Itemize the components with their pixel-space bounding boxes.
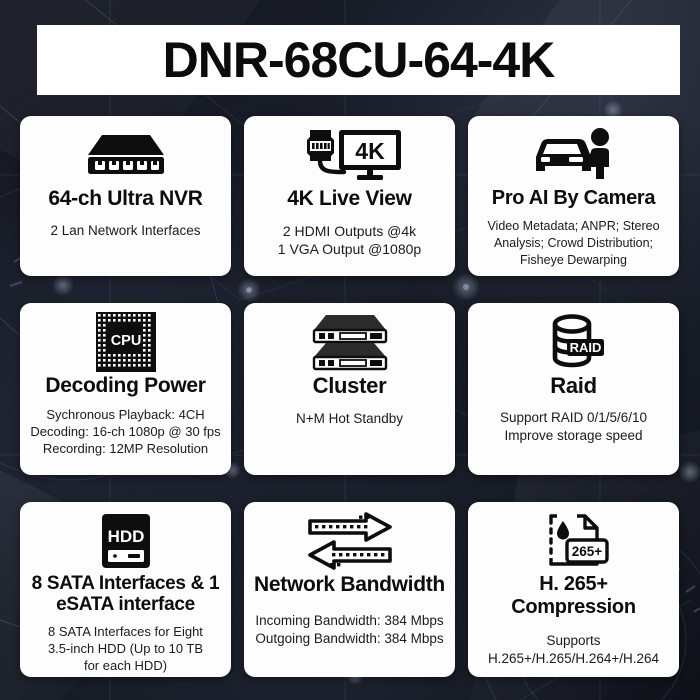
feature-title: Cluster: [312, 373, 387, 398]
feature-desc-line: Supports: [546, 633, 601, 649]
feature-card-raid[interactable]: RAID Raid Support RAID 0/1/5/6/10 Improv…: [468, 303, 679, 475]
feature-card-cluster[interactable]: Cluster N+M Hot Standby: [244, 303, 455, 475]
icon-label-4k: 4K: [355, 138, 385, 164]
feature-desc-line: 2 Lan Network Interfaces: [50, 222, 201, 238]
icon-label-hdd: HDD: [107, 527, 144, 546]
feature-desc-line: 2 HDMI Outputs @4k: [282, 222, 417, 239]
feature-card-bandwidth[interactable]: Network Bandwidth Incoming Bandwidth: 38…: [244, 502, 455, 677]
document-265plus-icon: 265+: [539, 512, 609, 570]
feature-desc-line: Support RAID 0/1/5/6/10: [499, 409, 648, 425]
bidirectional-arrows-icon: [304, 512, 396, 570]
hdd-icon: HDD: [100, 512, 152, 570]
feature-description: Video Metadata; ANPR; Stereo Analysis; C…: [476, 218, 671, 269]
feature-desc-line: for each HDD): [83, 658, 168, 674]
feature-title: 4K Live View: [287, 187, 412, 210]
feature-title: 64-ch Ultra NVR: [48, 187, 203, 210]
feature-description: Supports H.265+/H.265/H.264+/H.264: [486, 632, 661, 668]
feature-desc-line: Sychronous Playback: 4CH: [46, 406, 205, 422]
car-person-ai-icon: [528, 126, 620, 184]
feature-desc-line: N+M Hot Standby: [296, 410, 403, 426]
feature-desc-line: Video Metadata; ANPR; Stereo Analysis; C…: [487, 218, 660, 267]
feature-desc-line: Recording: 12MP Resolution: [42, 441, 209, 457]
feature-desc-line: 1 VGA Output @1080p: [277, 241, 422, 258]
feature-title: 8 SATA Interfaces & 1 eSATA interface: [31, 573, 220, 616]
icon-label-codec: 265+: [571, 544, 602, 559]
feature-card-h265[interactable]: 265+ H. 265+ Compression Supports H.265+…: [468, 502, 679, 677]
product-model-plate: DNR-68CU-64-4K: [37, 25, 680, 95]
feature-card-decoding-power[interactable]: CPU Decoding Power Sychronous Playback: …: [20, 303, 231, 475]
feature-description: 2 Lan Network Interfaces: [48, 222, 202, 240]
hdmi-monitor-4k-icon: 4K: [297, 126, 403, 184]
cpu-chip-icon: CPU: [95, 312, 157, 372]
feature-desc-line: 8 SATA Interfaces for Eight: [48, 623, 203, 639]
feature-desc-line: 3.5-inch HDD (Up to 10 TB: [47, 641, 204, 657]
feature-title: Raid: [550, 373, 597, 398]
feature-description: Sychronous Playback: 4CH Decoding: 16-ch…: [28, 406, 222, 457]
feature-title: Pro AI By Camera: [491, 187, 656, 209]
feature-desc-line: Improve storage speed: [504, 427, 643, 443]
feature-description: Incoming Bandwidth: 384 Mbps Outgoing Ba…: [253, 612, 445, 648]
stacked-servers-icon: [308, 313, 392, 371]
feature-desc-line: Decoding: 16-ch 1080p @ 30 fps: [30, 423, 221, 439]
feature-description: N+M Hot Standby: [294, 410, 405, 428]
feature-desc-line: H.265+/H.265/H.264+/H.264: [487, 651, 660, 666]
feature-card-nvr[interactable]: 64-ch Ultra NVR 2 Lan Network Interfaces: [20, 116, 231, 276]
icon-label-raid: RAID: [569, 340, 601, 355]
feature-title: H. 265+ Compression: [511, 573, 636, 618]
feature-title: Decoding Power: [45, 374, 206, 397]
feature-description: 8 SATA Interfaces for Eight 3.5-inch HDD…: [46, 623, 205, 674]
feature-card-pro-ai[interactable]: Pro AI By Camera Video Metadata; ANPR; S…: [468, 116, 679, 276]
network-switch-icon: [82, 126, 170, 184]
icon-label-cpu: CPU: [110, 333, 141, 349]
raid-database-icon: RAID: [542, 313, 606, 371]
feature-desc-line: Incoming Bandwidth: 384 Mbps: [255, 612, 444, 628]
page-title: DNR-68CU-64-4K: [162, 32, 556, 88]
feature-card-grid: 64-ch Ultra NVR 2 Lan Network Interfaces: [20, 116, 683, 677]
feature-card-sata[interactable]: HDD 8 SATA Interfaces & 1 eSATA interfac…: [20, 502, 231, 677]
feature-description: 2 HDMI Outputs @4k 1 VGA Output @1080p: [276, 222, 423, 259]
feature-title: Network Bandwidth: [254, 573, 445, 596]
feature-desc-line: Outgoing Bandwidth: 384 Mbps: [255, 630, 444, 646]
feature-card-live-view[interactable]: 4K 4K Live View 2 HDMI Outputs @4k 1 VGA…: [244, 116, 455, 276]
feature-description: Support RAID 0/1/5/6/10 Improve storage …: [498, 409, 649, 445]
